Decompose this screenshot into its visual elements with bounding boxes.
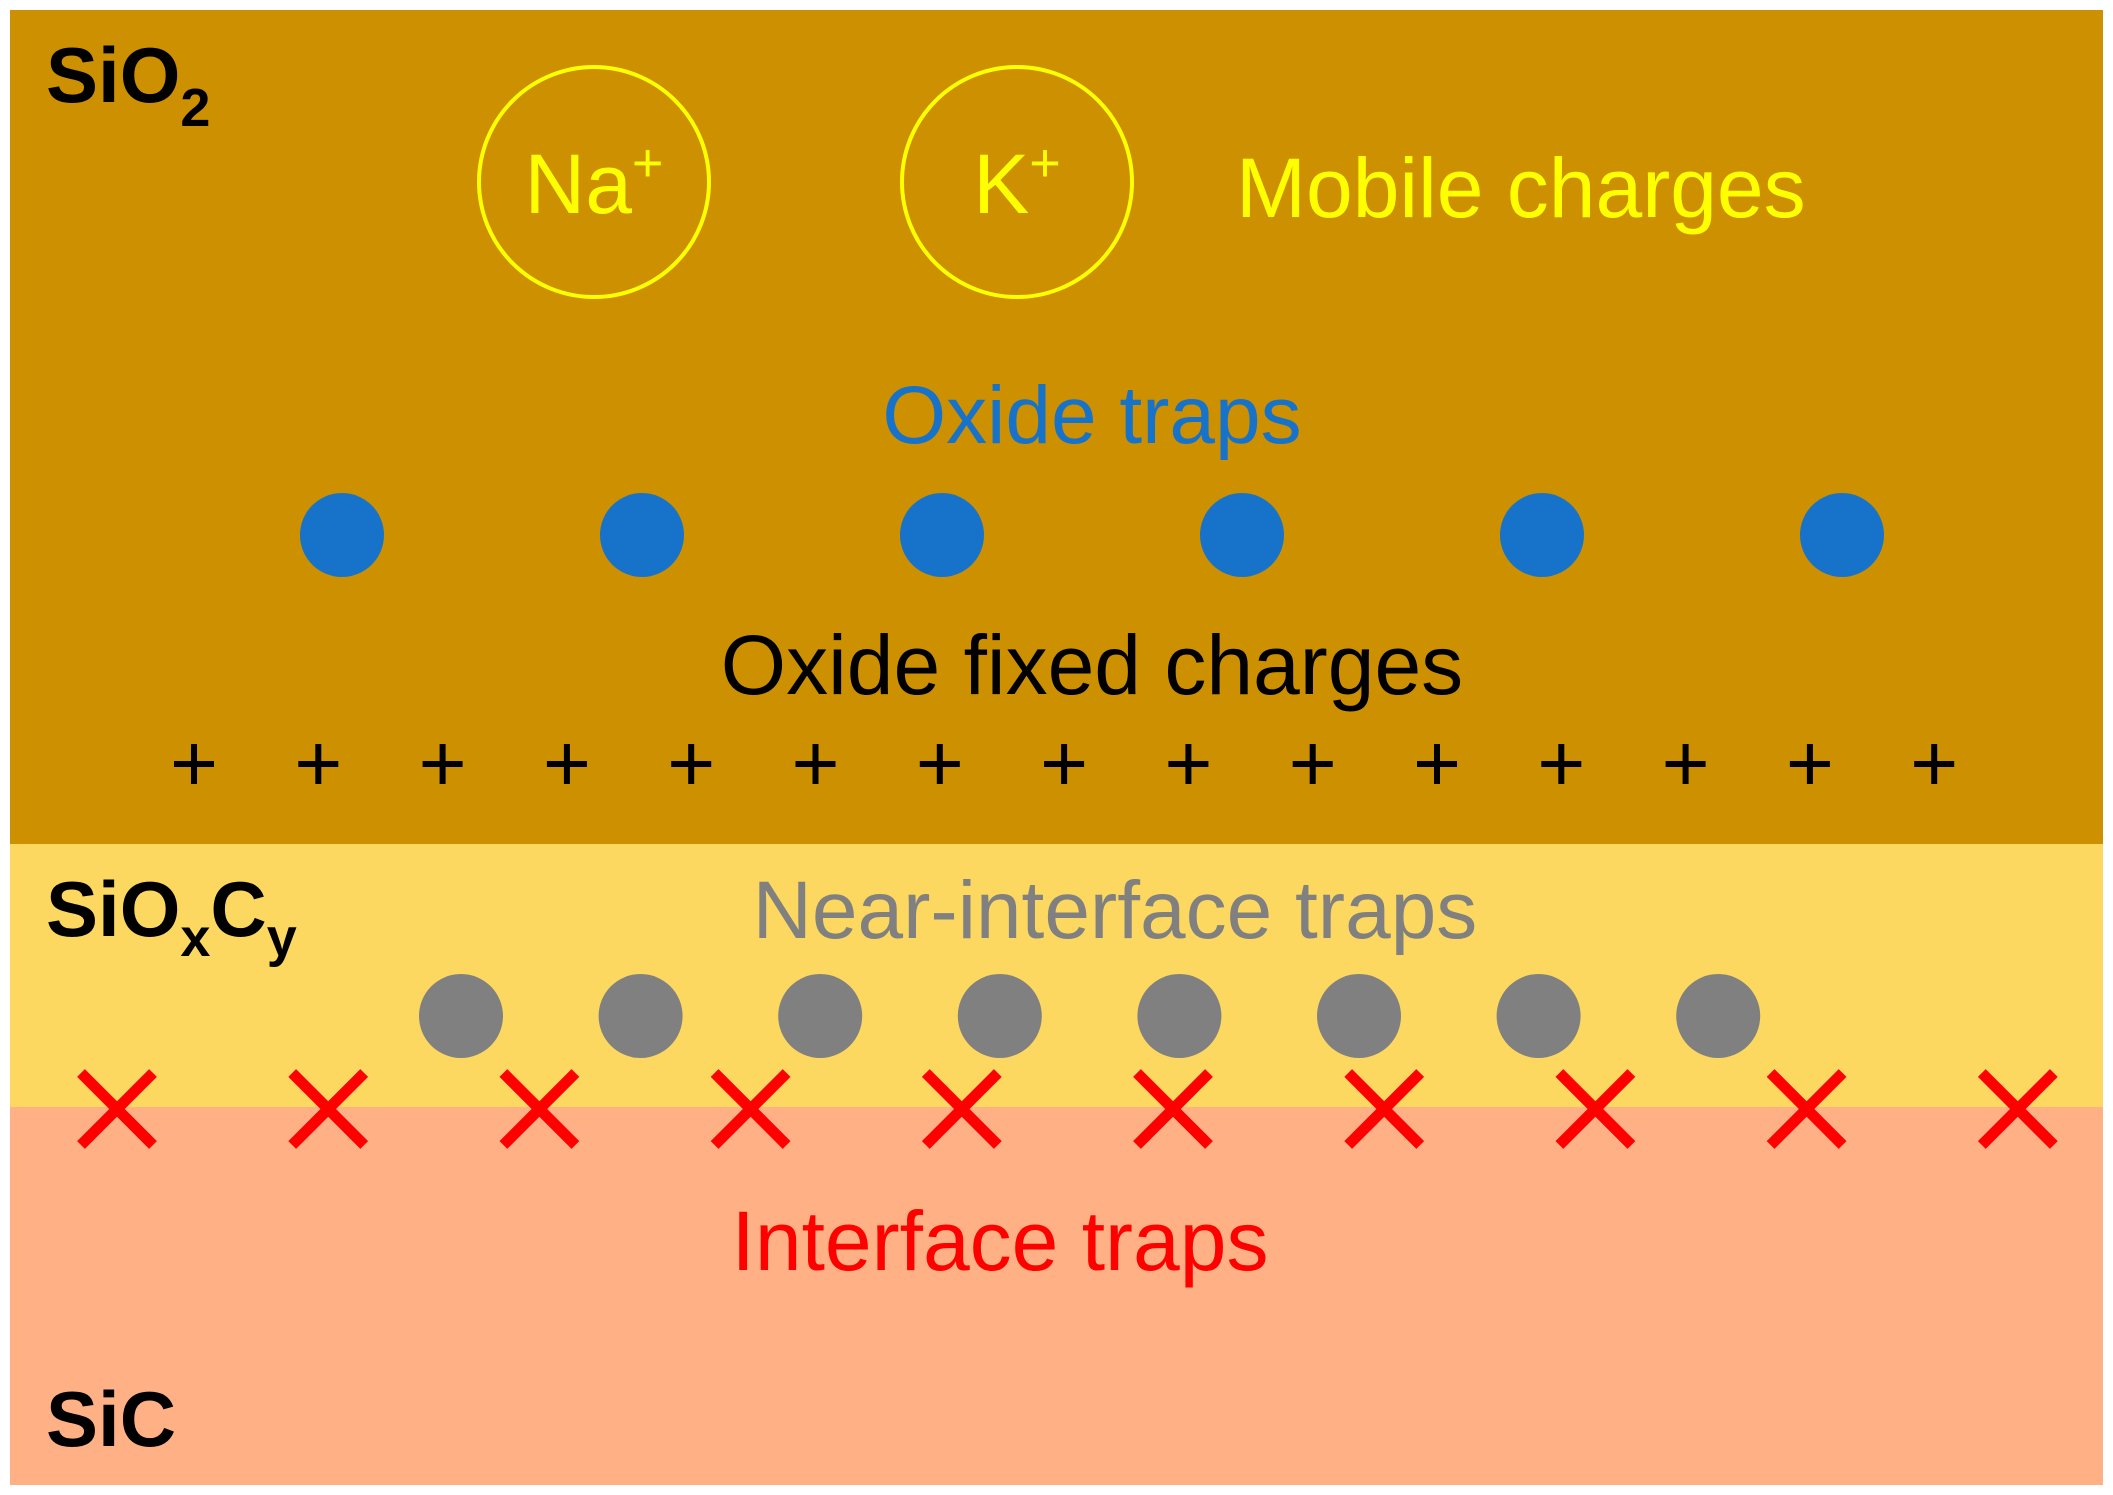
sio2-layer (10, 10, 2103, 844)
near-interface-trap-dots (419, 974, 1761, 1058)
near-interface-trap-dot (1676, 974, 1761, 1058)
sic-layer (10, 1107, 2103, 1485)
oxide-trap-dot (1200, 493, 1284, 577)
near-interface-trap-dot (419, 974, 503, 1058)
na-ion-circle (477, 65, 711, 299)
sio2-layer-label: SiO2 (46, 31, 210, 138)
near-interface-traps-label: Near-interface traps (753, 865, 1478, 956)
oxide-traps-label: Oxide traps (882, 370, 1301, 461)
k-ion-label: K+ (973, 133, 1061, 231)
interface-trap-cross (1344, 1069, 1425, 1149)
oxide-trap-dot (600, 493, 684, 577)
fixed-charges-label: Oxide fixed charges (721, 618, 1463, 712)
oxide-trap-dot (900, 493, 984, 577)
fixed-charge-plus (671, 744, 712, 784)
sic-layer-label: SiC (46, 1375, 176, 1463)
fixed-charge-plus (422, 744, 463, 784)
interface-trap-cross (499, 1069, 580, 1149)
oxide-trap-dots (300, 493, 1884, 577)
sioxcy-layer (10, 844, 2103, 1107)
oxide-trap-dot (1500, 493, 1584, 577)
near-interface-trap-dot (598, 974, 683, 1058)
interface-traps-label: Interface traps (732, 1194, 1269, 1288)
interface-trap-crosses (77, 1069, 2058, 1149)
k-ion-circle (900, 65, 1134, 299)
fixed-charge-plus (1914, 744, 1955, 784)
interface-trap-cross (1555, 1069, 1636, 1149)
fixed-charge-plus (1665, 744, 1706, 784)
fixed-charge-plus (1417, 744, 1457, 784)
fixed-charge-plus (1044, 744, 1085, 784)
fixed-charge-plus (919, 744, 960, 784)
near-interface-trap-dot (1317, 974, 1401, 1058)
interface-trap-cross (1766, 1069, 1847, 1149)
near-interface-trap-dot (1137, 974, 1222, 1058)
interface-trap-cross (1133, 1069, 1213, 1149)
near-interface-trap-dot (1496, 974, 1581, 1058)
near-interface-trap-dot (957, 974, 1042, 1058)
fixed-charge-marks (174, 744, 1955, 784)
fixed-charge-plus (298, 744, 339, 784)
na-ion-label: Na+ (525, 133, 664, 231)
fixed-charge-plus (795, 744, 836, 784)
fixed-charge-plus (174, 744, 214, 784)
interface-trap-cross (77, 1069, 157, 1149)
near-interface-trap-dot (778, 974, 863, 1058)
interface-trap-cross (1977, 1069, 2058, 1149)
fixed-charge-plus (1168, 744, 1209, 784)
oxide-trap-dot (1800, 493, 1884, 577)
mobile-charges-label: Mobile charges (1236, 141, 1806, 235)
fixed-charge-plus (1292, 744, 1333, 784)
fixed-charge-plus (546, 744, 587, 784)
sioxcy-layer-label: SiOxCy (46, 865, 297, 968)
interface-trap-cross (288, 1069, 369, 1149)
fixed-charge-plus (1789, 744, 1830, 784)
oxide-trap-dot (300, 493, 384, 577)
fixed-charge-plus (1541, 744, 1582, 784)
interface-trap-cross (921, 1069, 1002, 1149)
interface-trap-cross (710, 1069, 791, 1149)
